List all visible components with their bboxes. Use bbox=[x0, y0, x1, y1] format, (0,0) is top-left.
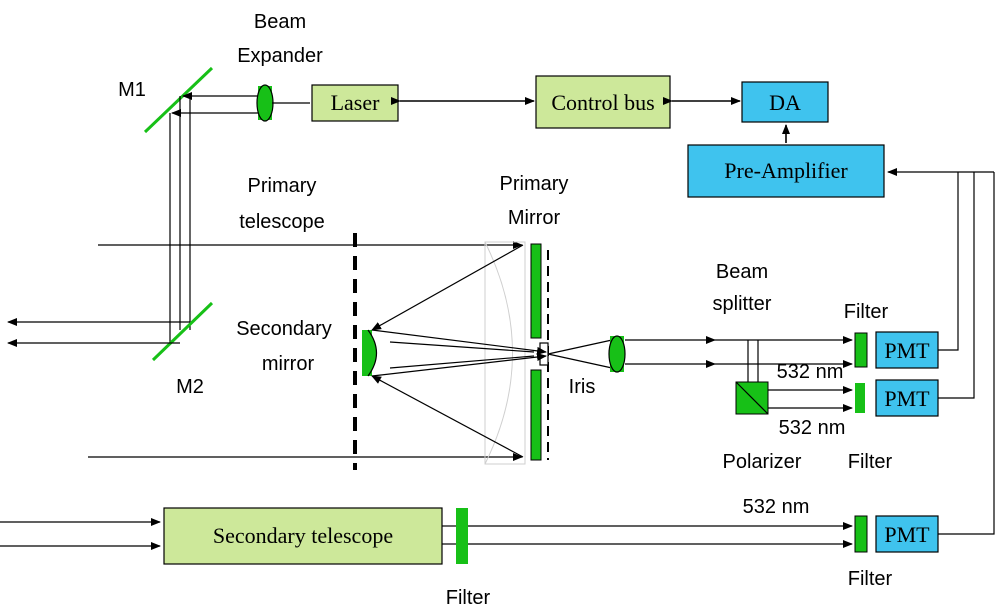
wavelength-label-2: 532 nm bbox=[779, 417, 846, 439]
pre-amplifier-label: Pre-Amplifier bbox=[724, 158, 848, 183]
primary-mirror-bottom bbox=[530, 369, 542, 461]
polarizer-diagonal bbox=[735, 381, 769, 415]
primary-mirror-label-1: Primary bbox=[500, 173, 569, 195]
secondary-filter bbox=[456, 508, 468, 564]
pmt-2-label: PMT bbox=[884, 386, 930, 411]
wavelength-label-1: 532 nm bbox=[777, 361, 844, 383]
secondary-mirror-mount bbox=[362, 330, 372, 376]
primary-telescope-label-2: telescope bbox=[239, 211, 325, 233]
mirror-m1 bbox=[143, 66, 214, 134]
primary-mirror-top bbox=[530, 243, 542, 339]
pmt3-signal bbox=[938, 172, 995, 535]
pmt-box-3: PMT bbox=[875, 515, 939, 553]
reflect-ray-bottom bbox=[371, 375, 524, 458]
primary-telescope-label-1: Primary bbox=[248, 175, 317, 197]
beam-expander-lens bbox=[256, 84, 274, 122]
secondary-mirror-label-2: mirror bbox=[262, 353, 315, 375]
filter-mid-label: Filter bbox=[848, 451, 893, 473]
iris-element bbox=[539, 342, 549, 366]
mirror-m2 bbox=[151, 301, 214, 362]
primary-mirror-frame bbox=[484, 241, 526, 465]
inner-ray-top bbox=[389, 341, 535, 353]
pmt1-signal bbox=[938, 172, 959, 351]
control-bus-box: Control bus bbox=[535, 75, 671, 129]
beam-splitter-label-2: splitter bbox=[713, 293, 772, 315]
beam-expander-label-2: Expander bbox=[237, 45, 323, 67]
secondary-mirror bbox=[367, 329, 378, 377]
m1-label: M1 bbox=[118, 79, 146, 101]
filter-bottom bbox=[854, 515, 868, 553]
filter-top-label: Filter bbox=[844, 301, 889, 323]
da-label: DA bbox=[769, 90, 801, 115]
da-box: DA bbox=[741, 81, 829, 123]
reflect-ray-top bbox=[371, 244, 524, 331]
filter-bottom-right-label: Filter bbox=[848, 568, 893, 590]
polarizer-label: Polarizer bbox=[723, 451, 802, 473]
filter-top bbox=[854, 332, 868, 368]
primary-mirror-label-2: Mirror bbox=[508, 207, 561, 229]
iris-label: Iris bbox=[569, 376, 596, 398]
filter-mid bbox=[855, 383, 865, 413]
secondary-telescope-box: Secondary telescope bbox=[163, 507, 443, 565]
secondary-telescope-label: Secondary telescope bbox=[213, 523, 393, 548]
wavelength-label-3: 532 nm bbox=[743, 496, 810, 518]
pmt-3-label: PMT bbox=[884, 522, 930, 547]
converge-ray-bottom bbox=[371, 353, 547, 377]
beam-expander-label-1: Beam bbox=[254, 11, 306, 33]
collimator-lens bbox=[608, 335, 626, 373]
primary-mirror-curve bbox=[484, 241, 513, 465]
pmt-box-2: PMT bbox=[875, 379, 939, 417]
converge-ray-top bbox=[371, 329, 547, 355]
laser-box: Laser bbox=[311, 84, 399, 122]
control-bus-label: Control bus bbox=[551, 90, 654, 115]
filter-bottom-left-label: Filter bbox=[446, 587, 491, 609]
secondary-mirror-label-1: Secondary bbox=[236, 318, 332, 340]
pmt2-signal bbox=[938, 172, 975, 399]
diverge-ray-top bbox=[547, 339, 613, 355]
laser-label: Laser bbox=[331, 90, 381, 115]
pre-amplifier-box: Pre-Amplifier bbox=[687, 144, 885, 198]
diverge-ray-bottom bbox=[547, 353, 613, 369]
pmt-box-1: PMT bbox=[875, 331, 939, 369]
beam-splitter-label-1: Beam bbox=[716, 261, 768, 283]
inner-ray-bottom bbox=[389, 355, 535, 369]
pmt-1-label: PMT bbox=[884, 338, 930, 363]
m2-label: M2 bbox=[176, 376, 204, 398]
